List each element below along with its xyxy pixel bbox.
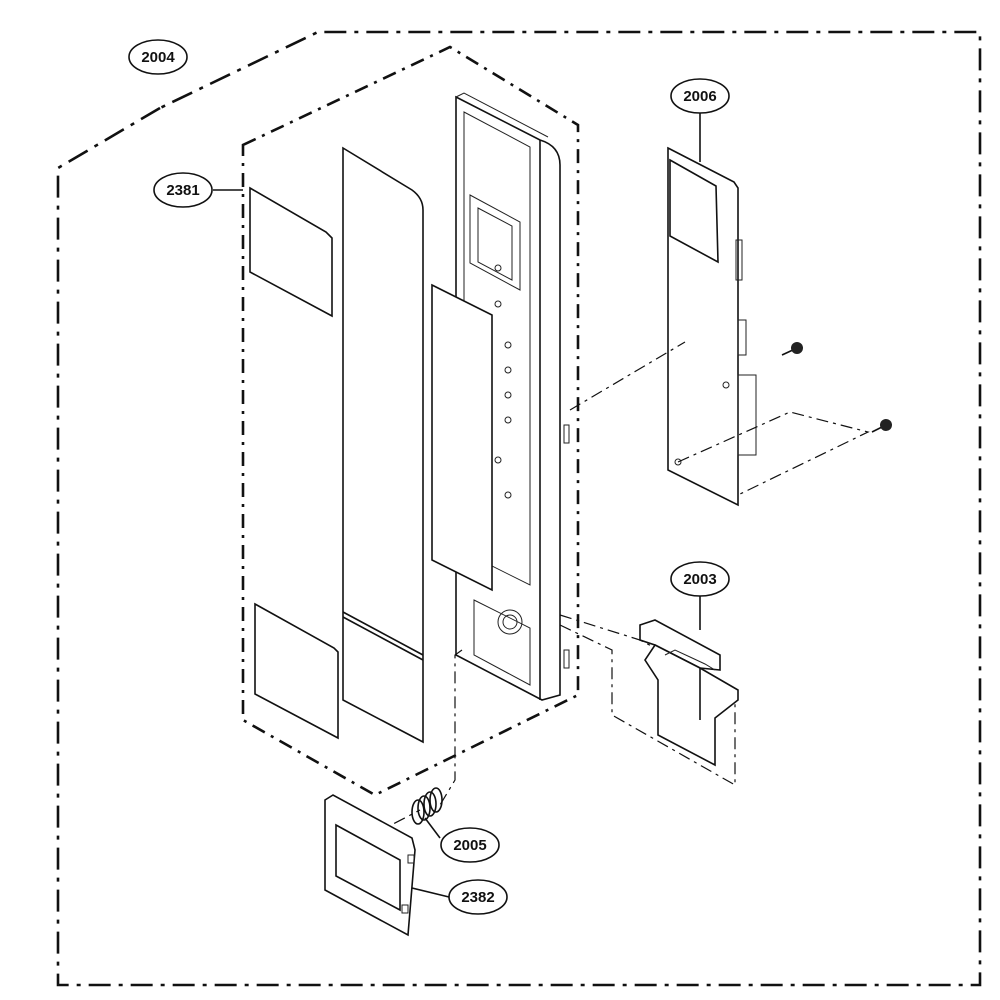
membrane-sheet xyxy=(431,283,493,592)
decor-sheet-2381 xyxy=(249,186,339,740)
latch-part-2003 xyxy=(639,619,739,767)
screw-icon xyxy=(781,342,803,356)
svg-text:2004: 2004 xyxy=(141,49,175,66)
callout-2006: 2006 xyxy=(670,78,730,114)
front-panel xyxy=(342,146,424,744)
callout-2003: 2003 xyxy=(670,561,730,597)
assembly-boundary xyxy=(56,30,982,987)
svg-text:2005: 2005 xyxy=(453,837,486,854)
callout-2382: 2382 xyxy=(448,879,508,915)
svg-text:2006: 2006 xyxy=(683,88,716,105)
board-screw-holes xyxy=(494,264,512,499)
button-bezel-2382 xyxy=(324,794,416,937)
callout-2005: 2005 xyxy=(440,827,500,863)
svg-text:2381: 2381 xyxy=(166,182,199,199)
screw-icon xyxy=(871,419,892,433)
svg-text:2003: 2003 xyxy=(683,571,716,588)
panel-group-boundary xyxy=(241,45,580,797)
callout-2004: 2004 xyxy=(128,39,188,75)
spring-2005 xyxy=(411,787,443,825)
pcb-assembly-2006 xyxy=(667,146,757,507)
callout-2381: 2381 xyxy=(153,172,213,208)
svg-text:2382: 2382 xyxy=(461,889,494,906)
